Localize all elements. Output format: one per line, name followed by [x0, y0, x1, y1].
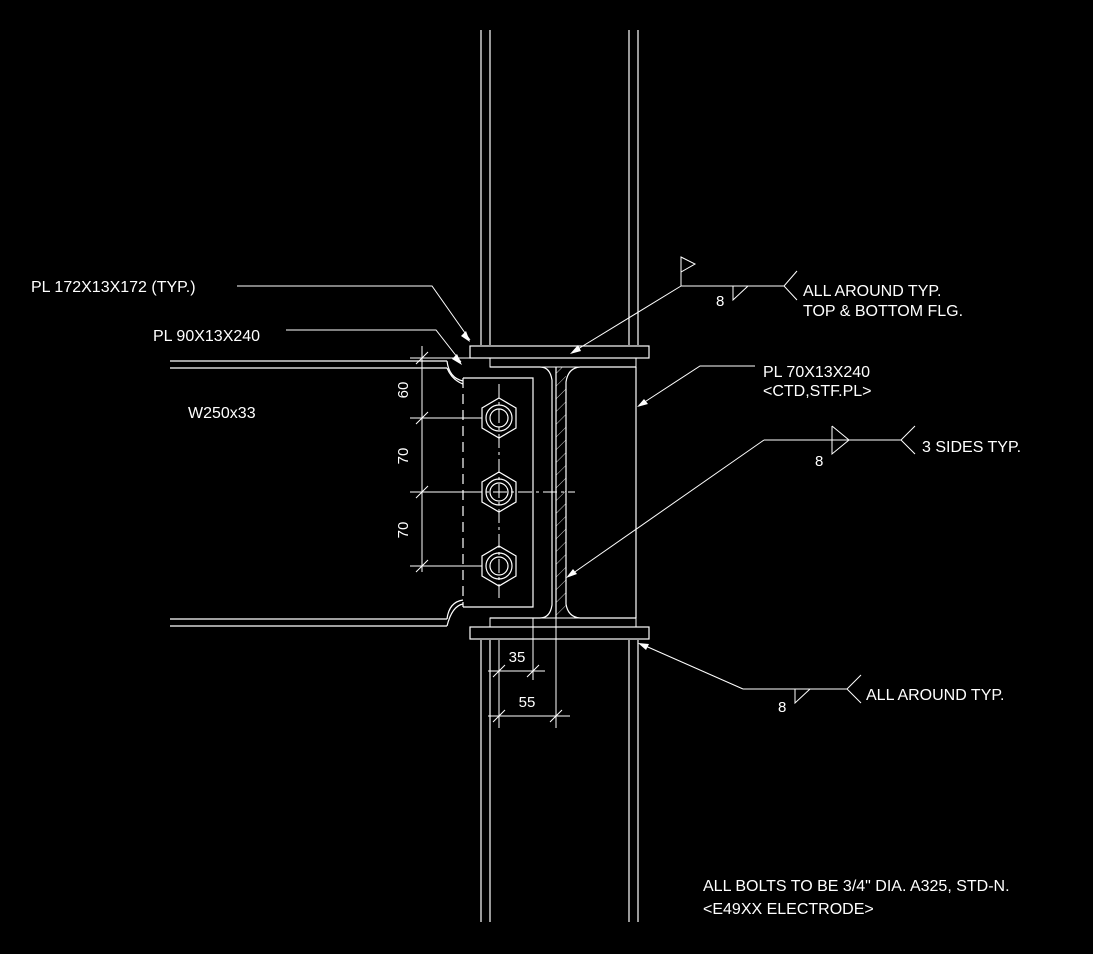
- label-weld-top-line1: ALL AROUND TYP.: [803, 283, 941, 300]
- dim-60: 60: [395, 382, 412, 399]
- note-electrode: <E49XX ELECTRODE>: [703, 901, 874, 918]
- label-weld-mid-size: 8: [815, 453, 823, 470]
- leader-cap-plate: [237, 285, 471, 342]
- label-cap-plate: PL 172X13X172 (TYP.): [31, 279, 196, 296]
- column: [480, 30, 639, 922]
- beam: [170, 360, 464, 627]
- dim-70-upper: 70: [395, 448, 412, 465]
- cap-plate-top: [469, 345, 650, 359]
- leader-stiffener: [637, 365, 755, 407]
- weld-symbol-top: [570, 256, 798, 354]
- horizontal-dimensions: 35 55: [488, 618, 570, 728]
- weld-symbol-bottom: [638, 643, 862, 705]
- cap-plate-bottom: [469, 626, 650, 640]
- label-weld-bottom-size: 8: [778, 699, 786, 716]
- dim-55: 55: [519, 694, 536, 711]
- label-stiffener-line1: PL 70X13X240: [763, 364, 870, 381]
- dim-35: 35: [509, 649, 526, 666]
- vertical-dimensions: 60 70 70: [395, 346, 482, 573]
- label-shear-plate: PL 90X13X240: [153, 328, 260, 345]
- dim-70-lower: 70: [395, 522, 412, 539]
- leader-shear-plate: [286, 329, 462, 365]
- weld-symbol-mid: [566, 425, 916, 578]
- label-weld-bottom: ALL AROUND TYP.: [866, 687, 1004, 704]
- label-beam: W250x33: [188, 405, 256, 422]
- label-stiffener-line2: <CTD,STF.PL>: [763, 383, 871, 400]
- label-weld-mid: 3 SIDES TYP.: [922, 439, 1021, 456]
- label-weld-top-line2: TOP & BOTTOM FLG.: [803, 303, 963, 320]
- bolt-centerlines: [468, 384, 575, 602]
- column-section: [490, 366, 637, 619]
- label-weld-top-size: 8: [716, 293, 724, 310]
- note-bolts: ALL BOLTS TO BE 3/4" DIA. A325, STD-N.: [703, 878, 1010, 895]
